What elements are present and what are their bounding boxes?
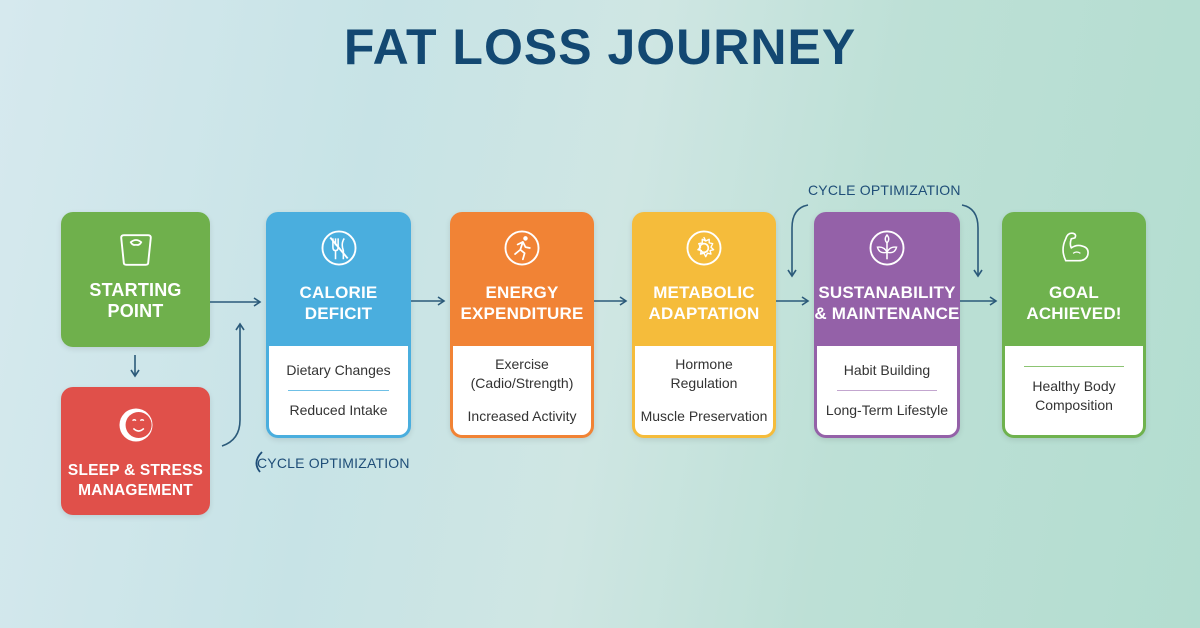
gear-icon: [686, 230, 722, 266]
stage-metabolic-adaptation: METABOLIC ADAPTATION Hormone Regulation …: [632, 212, 776, 438]
divider: [1024, 366, 1124, 367]
stage-title-line1: CALORIE: [299, 283, 378, 302]
stage-item: Dietary Changes: [286, 362, 391, 378]
divider: [288, 390, 389, 391]
no-food-icon: [321, 230, 356, 266]
stage-item: Healthy Body: [1032, 378, 1116, 394]
flexed-arm-icon: [1062, 232, 1089, 262]
stage-calorie-deficit: CALORIE DEFICIT Dietary Changes Reduced …: [266, 212, 411, 438]
page-title: FAT LOSS JOURNEY: [343, 19, 857, 75]
cycle-arrow-right: [961, 204, 983, 278]
stage-sleep-stress: SLEEP & STRESS MANAGEMENT: [61, 387, 210, 515]
arrow-sleep-loop: [221, 322, 245, 447]
cycle-optimization-label-top: CYCLE OPTIMIZATION: [808, 182, 961, 198]
stage-item: Muscle Preservation: [640, 408, 768, 424]
cycle-arrow-left: [787, 204, 809, 278]
stage-item: Composition: [1035, 397, 1113, 413]
stage-title-line1: GOAL: [1049, 283, 1099, 302]
stage-item: Habit Building: [843, 362, 931, 378]
stage-goal-achieved: GOAL ACHIEVED! Healthy Body Composition: [1002, 212, 1146, 438]
stage-starting-point: STARTING POINT: [61, 212, 210, 347]
stage-title-line2: MANAGEMENT: [78, 482, 193, 499]
stage-title-line2: POINT: [107, 301, 164, 321]
divider: [836, 390, 938, 391]
cycle-optimization-label-bottom: CYCLE OPTIMIZATION: [257, 455, 410, 471]
stage-item: (Cadio/Strength): [470, 375, 574, 391]
stage-item: Increased Activity: [467, 408, 577, 424]
stage-title-line1: SLEEP & STRESS: [67, 462, 204, 479]
stage-title-line2: ACHIEVED!: [1026, 304, 1122, 323]
stage-title-line1: ENERGY: [485, 283, 559, 302]
stage-title-line2: & MAINTENANCE: [814, 304, 960, 323]
stage-item: Reduced Intake: [289, 402, 388, 418]
stage-title-line1: SUSTANABILITY: [818, 283, 956, 302]
stage-item: Exercise: [495, 356, 549, 372]
stage-sustainability: SUSTANABILITY & MAINTENANCE Habit Buildi…: [814, 212, 960, 438]
stage-item: Long-Term Lifestyle: [825, 402, 949, 418]
stage-item: Regulation: [670, 375, 738, 391]
plant-icon: [869, 230, 905, 266]
stage-energy-expenditure: ENERGY EXPENDITURE Exercise (Cadio/Stren…: [450, 212, 594, 438]
smiley-face-icon: [118, 408, 153, 442]
stage-title-line1: STARTING: [89, 280, 182, 300]
stage-title-line1: METABOLIC: [653, 283, 755, 302]
running-person-icon: [504, 230, 540, 266]
stage-title-line2: ADAPTATION: [648, 304, 760, 323]
scale-icon: [119, 234, 152, 266]
stage-item: Hormone: [675, 356, 733, 372]
stage-title-line2: EXPENDITURE: [460, 304, 584, 323]
stage-title-line2: DEFICIT: [304, 304, 373, 323]
